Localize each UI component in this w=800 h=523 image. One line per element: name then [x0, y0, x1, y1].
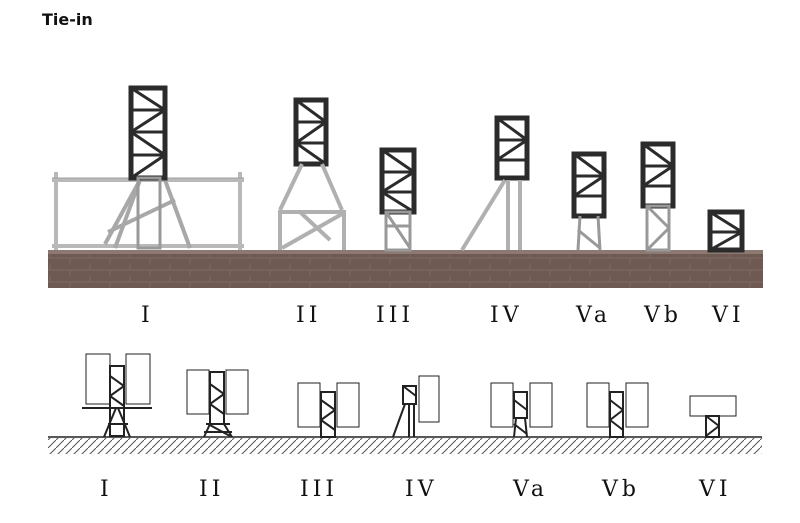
config-va-3d — [571, 151, 607, 251]
top-label-iii: III — [376, 303, 414, 328]
config-va-schematic — [490, 382, 553, 438]
bottom-label-iii: III — [300, 477, 338, 502]
top-label-va: Va — [575, 303, 611, 328]
top-label-vi: VI — [711, 303, 745, 328]
config-vb-schematic — [586, 382, 649, 438]
bottom-row: I II III IV Va Vb VI — [48, 353, 762, 502]
config-ii-3d — [278, 97, 346, 250]
top-row: I II III IV Va Vb VI — [48, 85, 763, 328]
config-iv-schematic — [392, 375, 440, 438]
config-iv-3d — [460, 115, 530, 252]
config-vb-3d — [640, 141, 676, 252]
brick-wall — [48, 252, 763, 288]
bottom-label-vb: Vb — [601, 477, 640, 502]
config-iii-3d — [379, 147, 417, 252]
bottom-label-vi: VI — [698, 477, 732, 502]
bottom-label-ii: II — [199, 477, 224, 502]
bottom-label-iv: IV — [405, 477, 438, 502]
top-label-i: I — [141, 303, 154, 328]
config-ii-schematic — [186, 369, 249, 438]
bottom-label-va: Va — [512, 477, 548, 502]
top-label-ii: II — [296, 303, 321, 328]
ground-hatch — [48, 438, 762, 454]
top-label-vb: Vb — [643, 303, 682, 328]
top-label-iv: IV — [490, 303, 523, 328]
config-vi-3d — [707, 209, 745, 253]
config-i-schematic — [82, 353, 152, 438]
page-title: Tie-in — [42, 10, 93, 29]
config-i-3d — [52, 85, 244, 250]
config-vi-schematic — [689, 395, 737, 438]
bottom-label-i: I — [100, 477, 113, 502]
config-iii-schematic — [297, 382, 360, 438]
